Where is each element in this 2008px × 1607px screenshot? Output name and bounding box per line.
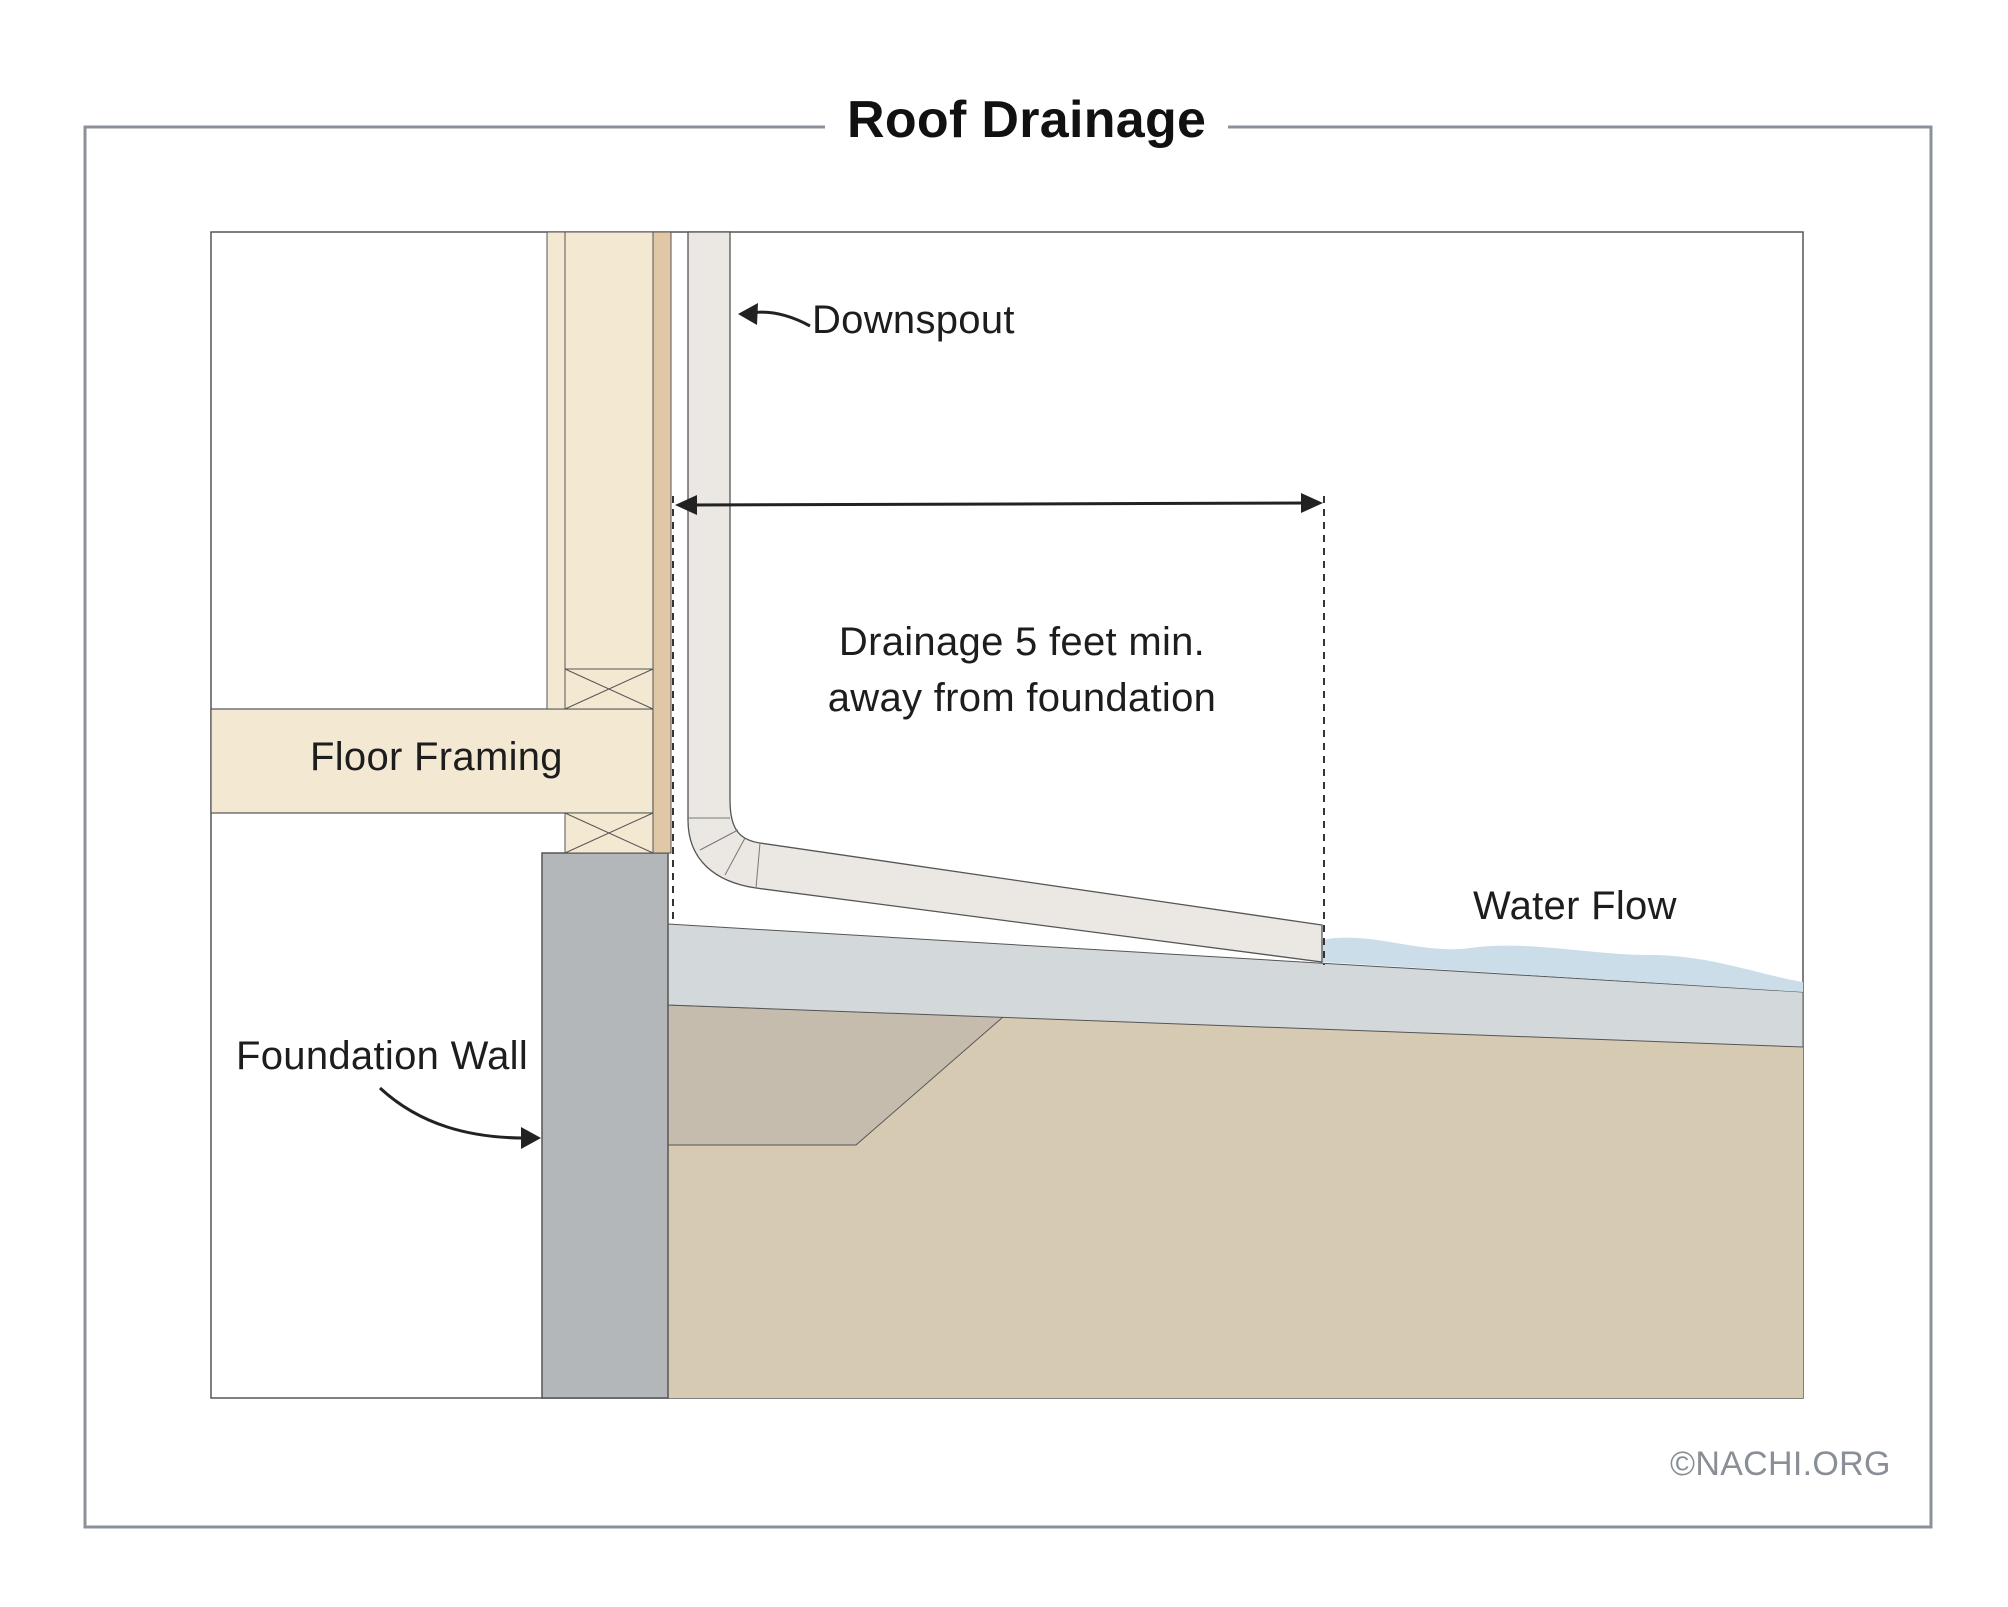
downspout-leader-arrowhead bbox=[738, 303, 758, 325]
dimension-arrowhead-left bbox=[675, 495, 697, 515]
rim-plate-upper-cross-b bbox=[564, 668, 654, 710]
dimension-line bbox=[689, 501, 1309, 507]
copyright-notice: ©NACHI.ORG bbox=[1670, 1445, 1891, 1483]
drainage-distance-label: Drainage 5 feet min. away from foundatio… bbox=[812, 614, 1232, 726]
wall-stud bbox=[564, 231, 654, 710]
water-flow-label: Water Flow bbox=[1473, 884, 1677, 928]
wall-stud-inner bbox=[546, 231, 566, 710]
diagram-title: Roof Drainage bbox=[825, 90, 1229, 150]
foundation-wall-label: Foundation Wall bbox=[236, 1034, 529, 1078]
foundation-wall bbox=[541, 852, 669, 1399]
foundation-leader-arrowhead bbox=[521, 1127, 541, 1149]
sill-plate-cross-b bbox=[564, 812, 654, 854]
dimension-arrowhead-right bbox=[1301, 493, 1323, 513]
downspout-label: Downspout bbox=[812, 298, 1015, 342]
drainage-label-line-2: away from foundation bbox=[827, 676, 1217, 720]
floor-framing-label: Floor Framing bbox=[310, 735, 563, 779]
water-flow bbox=[1322, 937, 1803, 992]
foundation-leader-line bbox=[378, 1086, 526, 1140]
downspout-elbow-seam-d bbox=[755, 842, 761, 889]
downspout-elbow-seam-b bbox=[699, 829, 739, 851]
downspout-elbow-seam-c bbox=[724, 837, 746, 876]
downspout bbox=[687, 231, 1323, 963]
wall-sheathing bbox=[652, 231, 672, 854]
drainage-label-line-1: Drainage 5 feet min. bbox=[838, 620, 1206, 664]
soil bbox=[668, 1005, 1803, 1398]
floor-framing bbox=[210, 708, 654, 814]
